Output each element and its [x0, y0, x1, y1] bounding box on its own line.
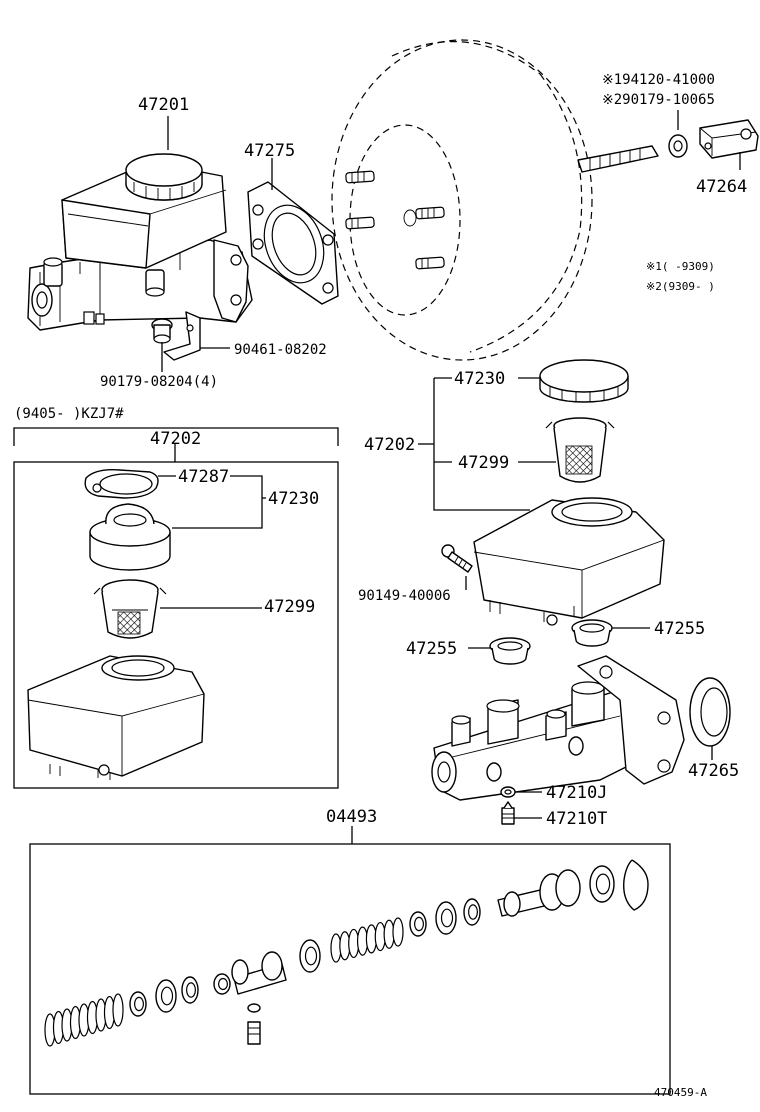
bracket-90461-icon: [163, 311, 201, 361]
grommet-47255-left-icon: [489, 637, 531, 665]
note-1: ※1( -9309): [646, 260, 715, 273]
piston-land-2-icon: [261, 951, 283, 981]
note-2: ※2(9309- ): [646, 280, 715, 293]
spring-middle-icon: [330, 917, 404, 963]
label-90179-08204: 90179-08204(4): [100, 374, 218, 390]
kit-box-04493: [29, 826, 671, 1095]
label-90149-40006: 90149-40006: [358, 588, 451, 604]
variant-bracket: [13, 427, 339, 789]
bolt-90179-icon: [151, 318, 173, 344]
label-194120-41000: ※194120-41000: [602, 72, 715, 88]
label-47230-box: 47230: [268, 489, 319, 509]
label-290179-10065: ※290179-10065: [602, 92, 715, 108]
label-47202-box: 47202: [150, 429, 201, 449]
leader-lines: [158, 110, 741, 819]
washer-47210J-icon: [500, 786, 516, 798]
cup-seal-5-icon-inner: [304, 946, 318, 966]
label-47230: 47230: [454, 369, 505, 389]
gasket-47275-icon: [247, 181, 339, 305]
cup-seal-1-icon-inner: [134, 996, 145, 1012]
primary-land-1-icon: [503, 891, 521, 917]
label-47255-left: 47255: [406, 639, 457, 659]
spring-left-icon: [44, 993, 124, 1047]
bolt-90149-icon: [441, 544, 473, 573]
grommet-47255-right-icon: [571, 619, 613, 647]
label-04493: 04493: [326, 807, 377, 827]
label-47210T: 47210T: [546, 809, 607, 829]
label-47210J: 47210J: [546, 783, 607, 803]
piston-land-1-icon: [231, 959, 249, 985]
label-47287: 47287: [178, 467, 229, 487]
label-variant-range: (9405- )KZJ7#: [14, 406, 124, 422]
label-90461-08202: 90461-08202: [234, 342, 327, 358]
primary-cup-icon-inner: [595, 873, 611, 895]
gasket-47287-icon: [84, 468, 159, 499]
label-47275: 47275: [244, 141, 295, 161]
label-47265: 47265: [688, 761, 739, 781]
label-47299-box: 47299: [264, 597, 315, 617]
cup-seal-6-icon-inner: [414, 916, 425, 932]
nut-194120-icon: [668, 134, 688, 158]
primary-land-3-icon: [555, 869, 581, 907]
cap-47230-icon: [539, 359, 629, 403]
strainer-47299-box-icon: [93, 579, 167, 639]
seal-47265-icon: [689, 677, 731, 747]
brake-booster-icon: [331, 39, 659, 361]
label-47202: 47202: [364, 435, 415, 455]
strainer-47299-icon: [545, 417, 615, 483]
clevis-47264-icon: [699, 119, 759, 159]
cup-seal-3-icon-inner: [186, 982, 197, 998]
figure-id: 470459-A: [654, 1086, 707, 1099]
kit-parts-group: [44, 859, 649, 1047]
cap-47230-box-icon: [89, 503, 171, 571]
master-cylinder-assembly-icon: [27, 153, 253, 331]
stopper-bolt-thread: [248, 1027, 260, 1035]
snap-ring-icon: [623, 859, 649, 911]
cup-seal-2-icon-inner: [160, 986, 174, 1006]
reservoir-47202-icon: [473, 497, 665, 626]
master-cylinder-body-icon: [431, 655, 685, 801]
label-47299: 47299: [458, 453, 509, 473]
stopper-bolt-icon: [247, 1021, 261, 1045]
label-47201: 47201: [138, 95, 189, 115]
cup-seal-4-icon-inner: [218, 977, 229, 991]
cup-seal-7-icon-inner: [440, 908, 454, 928]
reservoir-47202-box-icon: [27, 655, 205, 780]
label-47255-right: 47255: [654, 619, 705, 639]
cup-seal-8-icon-inner: [468, 904, 479, 920]
spring-coil: [112, 993, 124, 1027]
stopper-washer-icon: [247, 1003, 261, 1013]
label-47264: 47264: [696, 177, 747, 197]
spring-coil: [392, 917, 404, 947]
plug-47210T-icon: [501, 801, 515, 825]
